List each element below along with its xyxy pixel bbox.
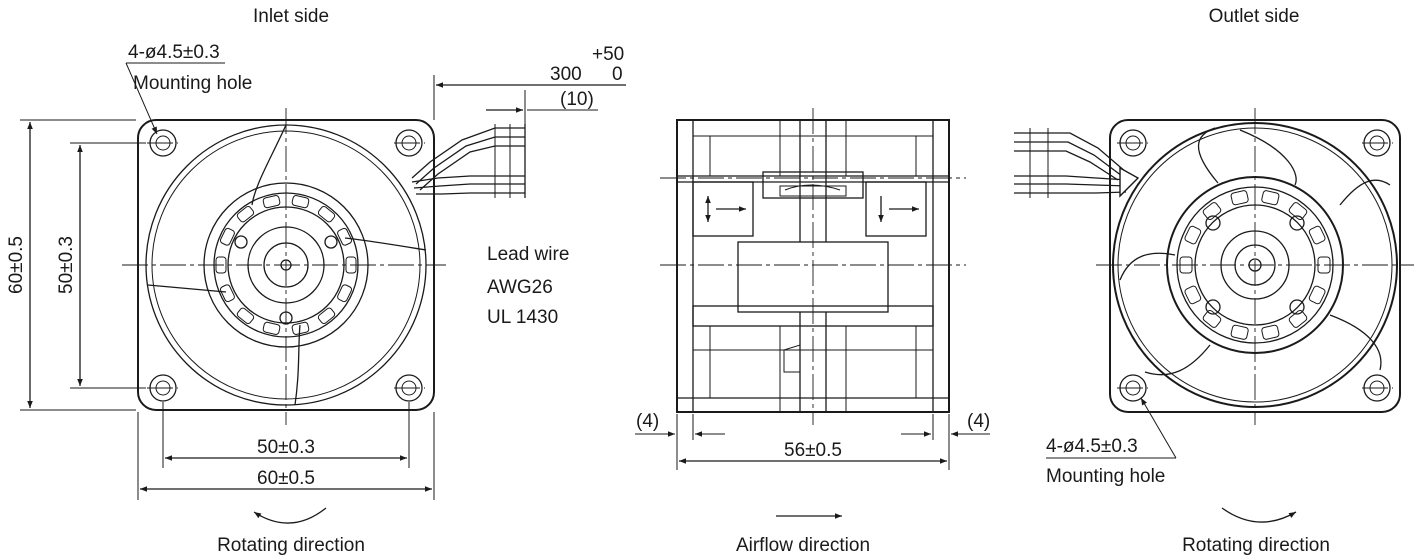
lead-strip-length: (10) [560,89,594,110]
hub-slot [1202,202,1222,221]
outlet-hole-spec: 4-ø4.5±0.3 [1046,436,1138,457]
outlet-rotation-label: Rotating direction [1182,535,1330,556]
inlet-hole-spec: 4-ø4.5±0.3 [128,42,220,63]
lead-tolerance-plus: +50 [592,44,624,65]
dim-depth: 56±0.5 [784,440,842,461]
lead-wire-label: Lead wire [487,244,569,265]
outlet-hole-label: Mounting hole [1046,466,1165,487]
inlet-lead-wires [411,124,526,198]
hub-slot [317,205,336,223]
rotation-mark-icon [878,196,919,222]
hub-slot [219,227,235,246]
dim-pitch-vertical: 50±0.3 [56,236,77,294]
hub-slot [291,195,310,209]
hub-slot [1230,324,1249,340]
hub-slot [262,321,281,335]
hub-slot [1288,309,1308,328]
hub-slot [1261,324,1280,340]
lead-wire-standard: UL 1430 [487,307,558,328]
rotation-arrow-icon [253,507,327,524]
dim-pitch-horizontal: 50±0.3 [257,437,315,458]
outlet-view: Outlet side [1014,6,1414,556]
hub-screw [1289,215,1305,231]
lead-tolerance-minus: 0 [612,64,623,85]
hub-slot [262,195,281,209]
hub-slot [236,205,255,223]
airflow-label: Airflow direction [736,535,870,556]
inlet-title: Inlet side [253,6,329,27]
hub-slot [337,284,353,303]
hub-slot [1184,225,1202,245]
lead-wire-spec: 300 +50 0 (10) Lead wire AWG26 UL 1430 [433,44,626,328]
lead-length: 300 [550,64,582,85]
hub-slot [1202,309,1222,328]
hub-slot [219,284,235,303]
side-view: (4) (4) 56±0.5 Airflow direction [635,108,990,556]
hub-screw [234,235,248,249]
hub-slot [236,307,255,325]
hub-slot [1308,285,1326,305]
hub-slot [1288,202,1308,221]
outlet-title: Outlet side [1209,6,1300,27]
hub-screw [1205,215,1221,231]
hub-slot [337,227,353,246]
airflow-mark-icon [705,196,746,222]
hub-screw [1289,299,1305,315]
dim-width: 60±0.5 [257,468,315,489]
hub-slot [1230,190,1249,206]
side-offset-left: (4) [636,411,659,432]
hub-slot [1184,285,1202,305]
dim-height: 60±0.5 [6,236,27,294]
hub-screw [324,235,338,249]
outlet-blades [1119,127,1391,376]
hub-slot [291,321,310,335]
hub-screw [1205,299,1221,315]
side-offset-right: (4) [967,411,990,432]
inlet-rotation-label: Rotating direction [217,535,365,556]
lead-wire-gauge: AWG26 [487,277,553,298]
hub-slot [317,307,336,325]
rotation-arrow-icon [1221,507,1297,523]
hub-slot [1308,225,1326,245]
inlet-view: Inlet side [6,6,526,556]
inlet-hole-label: Mounting hole [133,73,252,94]
hub-slot [1261,190,1280,206]
outlet-lead-wires [1014,128,1140,198]
